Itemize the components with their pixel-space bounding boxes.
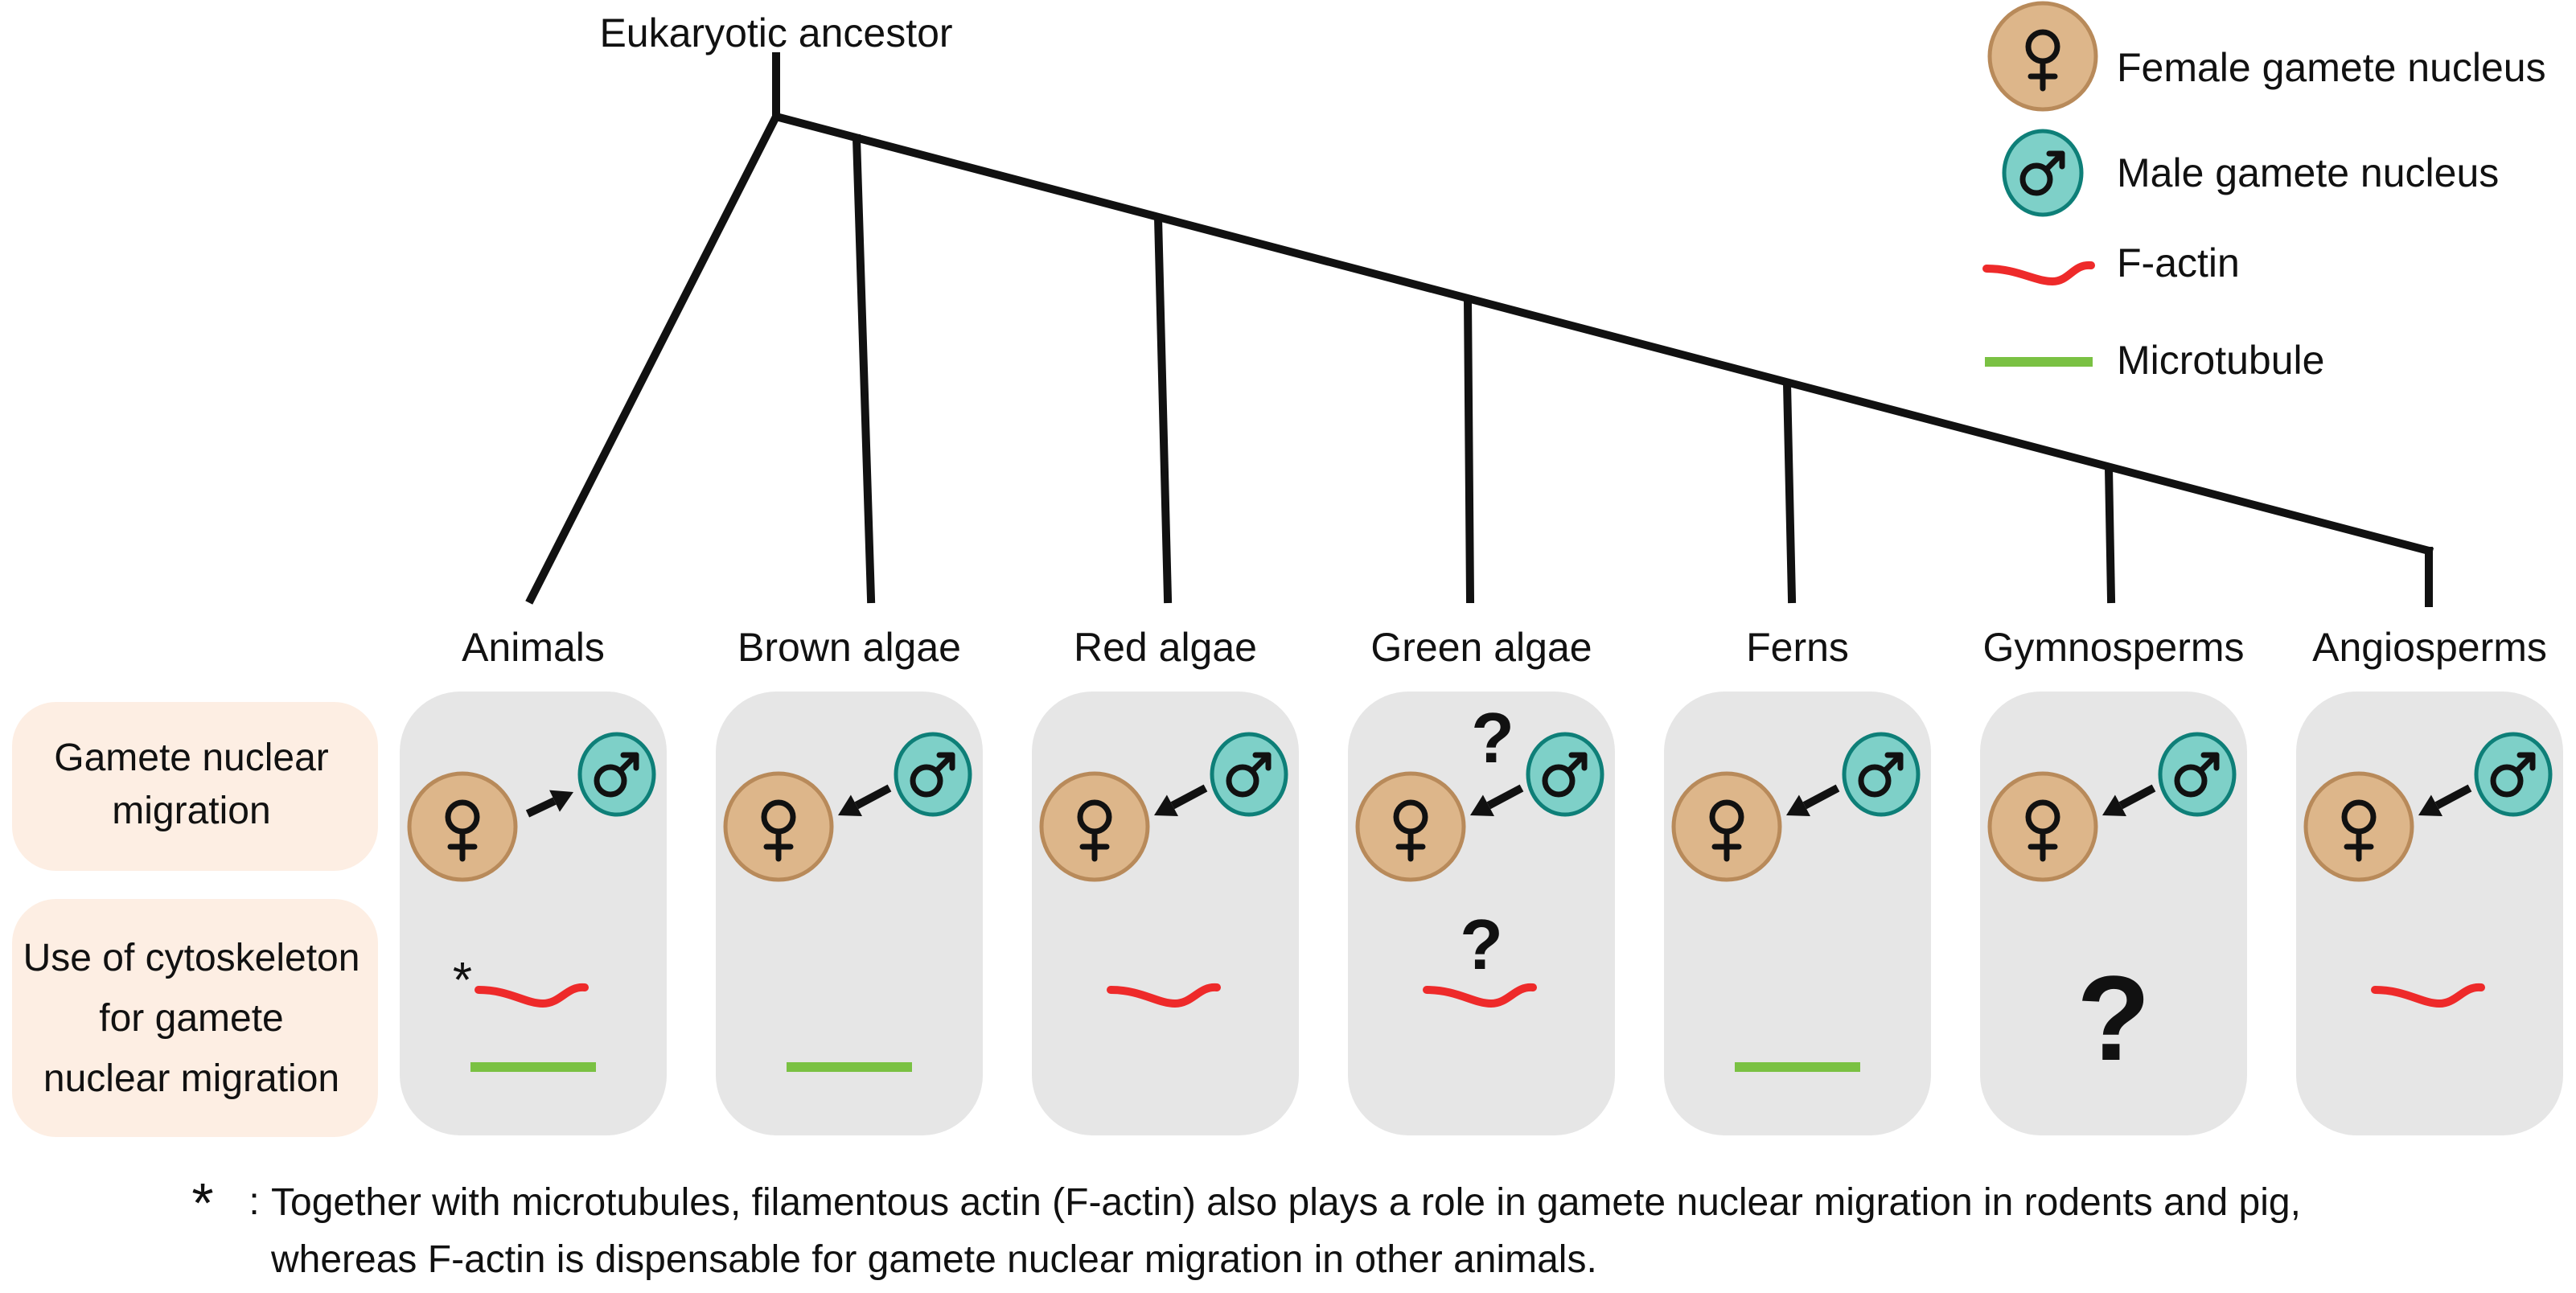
female-nucleus-icon <box>2303 771 2414 882</box>
male-nucleus-icon <box>1842 732 1921 817</box>
legend-label: F-actin <box>2117 240 2240 285</box>
male-nucleus-icon <box>1526 732 1604 817</box>
svg-text:for gamete: for gamete <box>99 997 283 1040</box>
female-nucleus-icon <box>407 771 518 882</box>
footnote-line: whereas F-actin is dispensable for gamet… <box>270 1238 1597 1281</box>
row-label-migration: Gamete nuclear migration <box>12 702 378 871</box>
footnote-line: Together with microtubules, filamentous … <box>271 1181 2301 1224</box>
migration-arrow-icon <box>1154 784 1208 817</box>
migration-arrow-icon <box>838 784 892 817</box>
legend-label: Microtubule <box>2117 338 2324 383</box>
taxon-label: Brown algae <box>737 625 961 670</box>
taxon-label: Animals <box>462 625 605 670</box>
svg-text:Use of cytoskeleton: Use of cytoskeleton <box>23 937 360 979</box>
legend-item-male: Male gamete nucleus <box>2002 129 2499 217</box>
row-label-migration-line: migration <box>112 790 270 832</box>
legend-item-factin: F-actin <box>1982 240 2240 286</box>
legend-item-female: Female gamete nucleus <box>1987 1 2546 112</box>
branch-gymnosperms <box>2104 463 2116 604</box>
male-nucleus-icon <box>577 732 656 817</box>
branch-ferns <box>1782 379 1797 604</box>
row-label-cytoskeleton-line: Use of cytoskeleton <box>23 937 360 979</box>
legend: Female gamete nucleus Male gamete nucleu… <box>1982 1 2546 383</box>
female-nucleus-icon <box>1355 771 1466 882</box>
row-label-migration-line: Gamete nuclear <box>54 737 329 779</box>
female-nucleus-icon <box>723 771 834 882</box>
legend-label: Male gamete nucleus <box>2117 150 2499 195</box>
migration-arrow-icon <box>1786 784 1840 817</box>
footnote-separator: : <box>249 1180 259 1223</box>
footnote: * : Together with microtubules, filament… <box>191 1172 2301 1281</box>
row-label-cytoskeleton-line: for gamete <box>99 997 283 1040</box>
f-actin-icon <box>1107 983 1221 1008</box>
f-actin-icon <box>475 983 589 1008</box>
taxon-animals: Animals * <box>400 625 667 1135</box>
f-actin-icon <box>1982 261 2095 286</box>
f-actin-icon <box>2371 983 2485 1008</box>
taxon-label: Angiosperms <box>2312 625 2547 670</box>
legend-item-microtubule: Microtubule <box>1985 338 2324 383</box>
branch-animals <box>525 111 782 605</box>
taxon-green-algae: Green algae?? <box>1348 625 1615 1135</box>
unknown-mark: ? <box>1471 698 1514 778</box>
asterisk-mark: * <box>453 953 472 1008</box>
male-nucleus-icon <box>894 732 972 817</box>
female-nucleus-icon <box>1039 771 1150 882</box>
branch-red-algae <box>1153 213 1173 604</box>
svg-text:Gamete nuclear: Gamete nuclear <box>54 737 329 779</box>
f-actin-icon <box>1423 983 1537 1008</box>
female-nucleus-icon <box>1987 1 2098 112</box>
row-label-cytoskeleton: Use of cytoskeleton for gamete nuclear m… <box>12 899 378 1137</box>
row-label-cytoskeleton-bg <box>12 899 378 1137</box>
svg-text:nuclear migration: nuclear migration <box>43 1057 339 1100</box>
male-nucleus-icon <box>2002 129 2084 217</box>
footnote-marker: * <box>191 1172 213 1234</box>
unknown-mark: ? <box>1460 905 1503 984</box>
male-nucleus-icon <box>2158 732 2237 817</box>
row-label-migration-bg <box>12 702 378 871</box>
taxon-brown-algae: Brown algae <box>716 625 983 1135</box>
taxon-label: Red algae <box>1074 625 1257 670</box>
female-nucleus-icon <box>1987 771 2098 882</box>
branch-brown-algae <box>852 133 876 604</box>
phylogenetic-tree <box>525 52 2434 607</box>
taxon-red-algae: Red algae <box>1032 625 1299 1135</box>
svg-text:migration: migration <box>112 790 270 832</box>
taxon-label: Ferns <box>1746 625 1849 670</box>
taxon-gymnosperms: Gymnosperms? <box>1980 625 2247 1135</box>
migration-arrow-icon <box>1470 784 1524 817</box>
female-nucleus-icon <box>1671 771 1782 882</box>
unknown-mark: ? <box>2077 950 2151 1086</box>
migration-arrow-icon <box>2102 784 2156 817</box>
taxon-angiosperms: Angiosperms <box>2296 625 2563 1135</box>
taxon-label: Gymnosperms <box>1982 625 2244 670</box>
taxon-label: Green algae <box>1370 625 1592 670</box>
migration-arrow-icon <box>525 790 573 818</box>
male-nucleus-icon <box>2474 732 2553 817</box>
backbone-branch <box>770 111 2434 556</box>
male-nucleus-icon <box>1210 732 1288 817</box>
row-label-cytoskeleton-line: nuclear migration <box>43 1057 339 1100</box>
taxon-ferns: Ferns <box>1664 625 1931 1135</box>
migration-arrow-icon <box>2418 784 2472 817</box>
legend-label: Female gamete nucleus <box>2117 45 2546 90</box>
root-label: Eukaryotic ancestor <box>599 10 952 55</box>
taxa-columns: Animals * Brown algae Red algae Green algae?… <box>400 625 2563 1135</box>
branch-green-algae <box>1463 294 1475 604</box>
